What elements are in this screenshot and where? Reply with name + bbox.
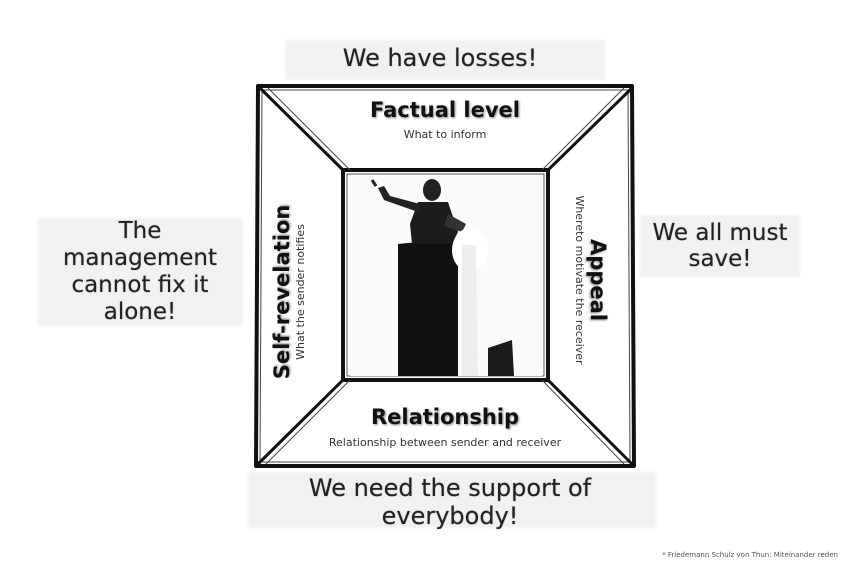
- source-footnote: * Friedemann Schulz von Thun: Miteinande…: [662, 551, 838, 559]
- appeal-subtitle: Whereto motivate the receiver: [573, 195, 587, 365]
- factual-level-subtitle: What to inform: [403, 128, 487, 141]
- relationship-subtitle: Relationship between sender and receiver: [328, 436, 562, 449]
- diagonal-bottom-right: [544, 376, 634, 466]
- diagonal-bottom-left: [256, 376, 347, 466]
- left-text-shade: [38, 218, 243, 326]
- inner-frame: [341, 168, 550, 382]
- factual-level-title: Factual level: [370, 98, 520, 122]
- statement-bottom: We need the support of everybody!: [308, 474, 592, 530]
- self-revelation-side: Self-revelation What the sender notifies: [258, 192, 318, 392]
- outer-frame: [254, 84, 636, 468]
- relationship-title: Relationship: [370, 405, 520, 429]
- appeal-title: Appeal: [586, 239, 611, 321]
- speaker-illustration: [350, 176, 542, 376]
- diagonal-top-right: [544, 86, 634, 174]
- right-text-shade: [640, 215, 800, 277]
- self-revelation-title: Self-revelation: [269, 204, 294, 380]
- statement-left: The management cannot fix it alone!: [62, 218, 218, 325]
- statement-right: We all must save!: [652, 220, 788, 272]
- bottom-text-shade: [248, 472, 656, 528]
- self-revelation-subtitle: What the sender notifies: [293, 224, 307, 360]
- diagonal-top-left: [258, 86, 347, 174]
- appeal-side: Appeal Whereto motivate the receiver: [562, 180, 622, 380]
- top-text-shade: [285, 40, 605, 80]
- statement-top: We have losses!: [342, 44, 538, 72]
